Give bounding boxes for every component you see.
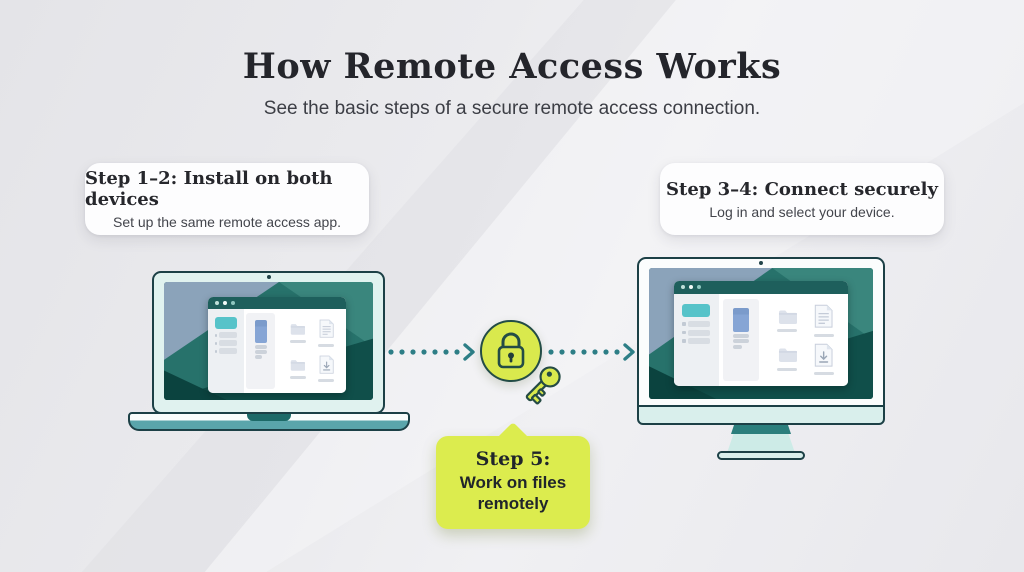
file-item xyxy=(770,302,805,339)
key-icon xyxy=(519,360,567,408)
sidebar-item xyxy=(214,348,237,355)
document-icon xyxy=(814,305,833,329)
document-icon xyxy=(319,319,334,338)
file-label xyxy=(318,343,335,347)
folder-icon xyxy=(290,359,306,371)
monitor-stand-shadow xyxy=(731,425,791,434)
step-3-4-card: Step 3–4: Connect securely Log in and se… xyxy=(660,163,944,235)
monitor-display xyxy=(649,268,873,399)
sidebar-item xyxy=(214,332,237,339)
step-5-text: Work on files remotely xyxy=(444,472,582,515)
webcam-dot-icon xyxy=(759,261,763,265)
step-5-line2: remotely xyxy=(477,494,549,514)
file-manager-window xyxy=(207,297,346,393)
sidebar-item xyxy=(214,340,237,347)
sidebar-active-item xyxy=(214,317,237,330)
laptop-notch xyxy=(247,414,291,421)
text-line xyxy=(733,333,749,338)
text-line xyxy=(254,344,268,349)
file-label xyxy=(289,340,306,343)
file-label xyxy=(777,367,798,371)
monitor-base xyxy=(717,451,805,460)
window-control-dot-icon xyxy=(214,301,219,306)
file-label xyxy=(777,329,798,333)
file-grid xyxy=(278,308,346,393)
preview-thumbnail xyxy=(733,307,749,333)
window-control-dot-icon xyxy=(696,285,701,290)
download-document-icon xyxy=(319,355,334,374)
window-titlebar xyxy=(673,281,849,294)
step-1-2-card: Step 1–2: Install on both devices Set up… xyxy=(85,163,369,235)
text-line xyxy=(254,349,268,354)
lock-icon xyxy=(497,332,525,369)
file-manager-window xyxy=(673,281,849,386)
window-control-dot-icon xyxy=(230,301,235,306)
file-item xyxy=(284,352,312,386)
file-label xyxy=(813,333,834,337)
folder-icon xyxy=(778,310,797,324)
file-item xyxy=(313,352,341,386)
window-control-dot-icon xyxy=(688,285,693,290)
laptop-screen xyxy=(152,271,385,414)
webcam-dot-icon xyxy=(266,275,271,279)
download-document-icon xyxy=(814,343,833,367)
window-sidebar xyxy=(207,308,244,393)
window-control-dot-icon xyxy=(222,301,227,306)
dotted-arrow-icon xyxy=(548,343,635,361)
step-5-label: Step 5: xyxy=(475,448,551,470)
window-titlebar xyxy=(207,297,346,309)
folder-icon xyxy=(290,323,306,335)
file-label xyxy=(813,372,834,376)
text-line xyxy=(254,355,262,360)
page-title: How Remote Access Works xyxy=(242,46,782,87)
file-label xyxy=(318,379,335,383)
file-item xyxy=(806,302,841,339)
step-1-2-title: Step 1–2: Install on both devices xyxy=(85,168,333,210)
file-item xyxy=(313,316,341,350)
preview-thumbnail xyxy=(254,319,268,344)
page-subtitle: See the basic steps of a secure remote a… xyxy=(263,98,761,119)
preview-panel xyxy=(246,312,276,389)
dotted-arrow-icon xyxy=(388,343,475,361)
step-3-4-subtitle: Log in and select your device. xyxy=(709,203,895,220)
folder-icon xyxy=(778,348,797,363)
laptop-illustration xyxy=(128,271,410,433)
file-item xyxy=(284,316,312,350)
file-item xyxy=(806,341,841,378)
step-5-callout: Step 5: Work on files remotely xyxy=(436,422,590,529)
file-grid xyxy=(762,293,849,386)
desktop-monitor-illustration xyxy=(637,257,885,465)
step-3-4-title: Step 3–4: Connect securely xyxy=(666,178,938,200)
sidebar-item xyxy=(682,329,711,336)
laptop-display xyxy=(164,282,373,400)
step-1-2-subtitle: Set up the same remote access app. xyxy=(112,214,341,230)
sidebar-item xyxy=(682,321,711,328)
monitor-frame xyxy=(637,257,885,407)
secure-connection-badge xyxy=(480,320,542,382)
sidebar-active-item xyxy=(682,304,711,318)
preview-panel xyxy=(722,298,760,381)
step-5-line1: Work on files xyxy=(459,473,567,492)
file-label xyxy=(289,375,306,379)
laptop-base xyxy=(128,412,410,431)
text-line xyxy=(733,344,742,349)
file-item xyxy=(770,341,805,378)
text-line xyxy=(733,339,749,344)
sidebar-item xyxy=(682,338,711,345)
window-sidebar xyxy=(673,293,720,386)
window-control-dot-icon xyxy=(680,285,685,290)
monitor-chin xyxy=(637,405,885,425)
